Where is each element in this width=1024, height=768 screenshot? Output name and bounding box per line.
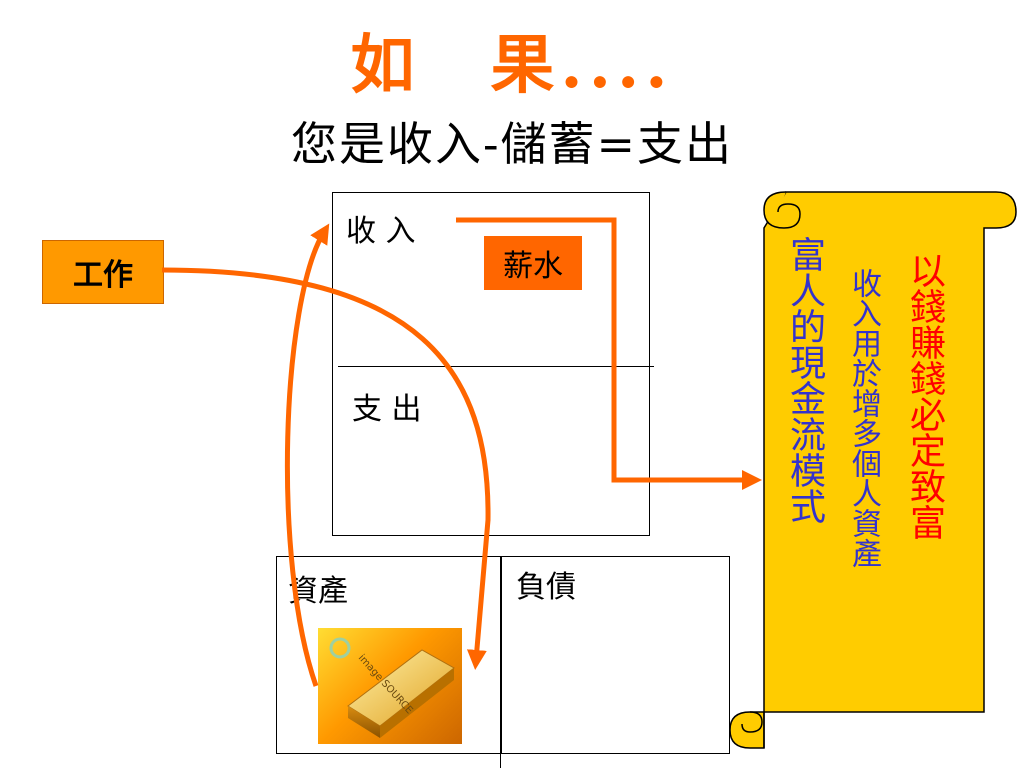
liabilities-box bbox=[500, 556, 730, 754]
expense-label: 支 出 bbox=[352, 392, 422, 427]
income-expense-divider bbox=[338, 366, 654, 367]
gold-bar-image: image SOURCE bbox=[318, 628, 462, 744]
work-tag: 工作 bbox=[42, 240, 164, 304]
scroll-text-income: 收入用於增多個人資產 bbox=[846, 268, 881, 568]
page-title: 如 果.... bbox=[350, 28, 674, 103]
gold-bar-graphic: image SOURCE bbox=[329, 637, 455, 738]
balance-divider-extension bbox=[500, 752, 501, 768]
arrow-work-to-assets bbox=[161, 267, 491, 670]
liabilities-label: 負債 bbox=[516, 570, 576, 605]
salary-tag: 薪水 bbox=[484, 236, 582, 290]
assets-box bbox=[276, 556, 502, 754]
arrow-income-to-scroll bbox=[456, 217, 762, 490]
arrow-assets-to-income bbox=[284, 223, 330, 687]
income-label: 收 入 bbox=[346, 214, 416, 249]
income-statement-box bbox=[332, 192, 650, 536]
page-subtitle: 您是收入-儲蓄=支出 bbox=[290, 117, 734, 171]
scroll-text-rich: 富人的現金流模式 bbox=[784, 236, 825, 524]
scroll-text-red: 以錢賺錢必定致富 bbox=[904, 252, 945, 540]
